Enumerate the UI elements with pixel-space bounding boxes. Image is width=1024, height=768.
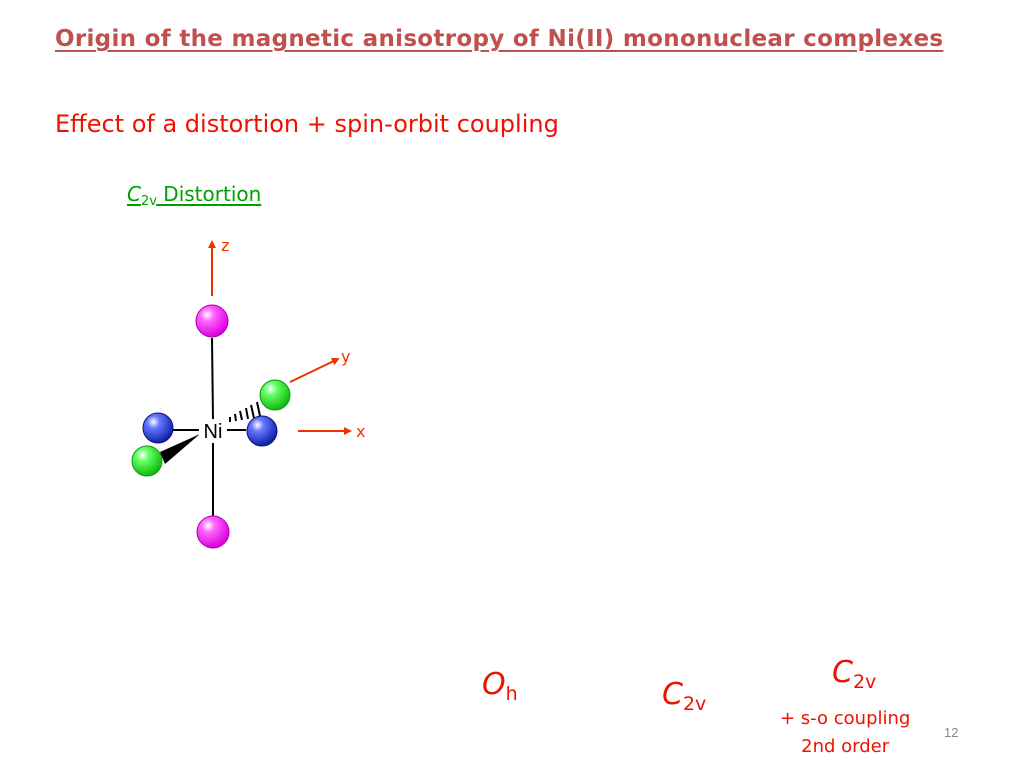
so-coupling-note-line2: 2nd order xyxy=(801,736,890,757)
ligand-axial-bottom xyxy=(196,515,230,549)
z-axis-label: z xyxy=(221,236,229,255)
ligand-right-blue xyxy=(246,415,278,447)
ligand-left-blue xyxy=(142,412,174,444)
level-label-oh: Oh xyxy=(482,667,518,705)
ligand-axial-top xyxy=(195,304,229,338)
ligand-back-green xyxy=(259,379,291,411)
slide-subtitle: Effect of a distortion + spin-orbit coup… xyxy=(55,110,559,138)
bond-axial-top xyxy=(211,337,214,421)
slide-title: Origin of the magnetic anisotropy of Ni(… xyxy=(55,26,944,52)
section-heading-distortion: C2v Distortion xyxy=(127,182,261,209)
so-coupling-note-line1: + s-o coupling xyxy=(780,708,911,729)
so-coupling-note: + s-o coupling 2nd order xyxy=(780,705,910,761)
y-axis-arrow xyxy=(289,357,340,383)
section-heading-label: Distortion xyxy=(156,182,262,206)
ligand-front-green xyxy=(131,445,163,477)
level-label-c2v-so: C2v xyxy=(832,655,877,693)
metal-label: Ni xyxy=(204,421,223,443)
point-group-symbol: C xyxy=(127,182,141,206)
page-number: 12 xyxy=(944,725,959,740)
x-axis-label: x xyxy=(356,422,365,441)
bond-wedge-front xyxy=(160,434,200,464)
point-group-subscript: 2v xyxy=(140,194,157,209)
level-label-c2v: C2v xyxy=(662,677,707,715)
molecule-diagram: z y x Ni xyxy=(131,236,365,549)
bond-hashed-back xyxy=(229,401,261,422)
y-axis-label: y xyxy=(341,347,350,366)
